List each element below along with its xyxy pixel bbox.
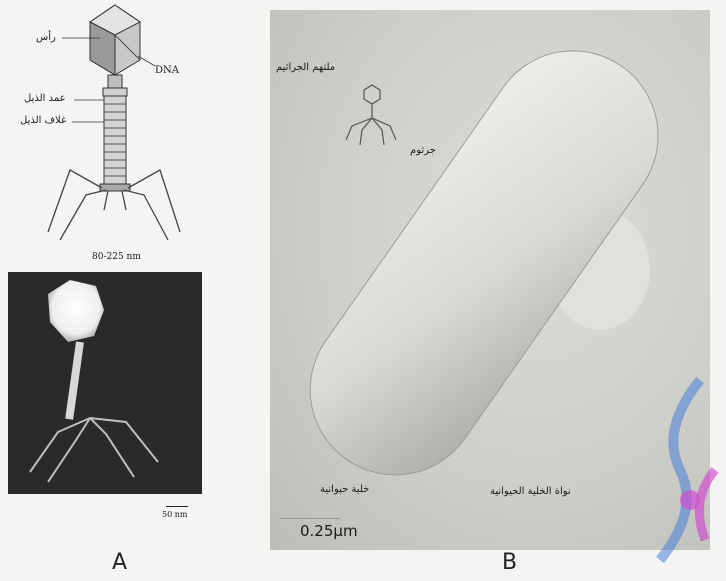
decorative-swoosh [660,380,715,560]
panel-letter-b: B [502,550,517,575]
label-phage: ملتهم الجراثيم [276,62,335,73]
label-bacterium: جرثوم [410,145,436,156]
label-panel-b-scale: 0.25µm [300,522,358,540]
label-animal-nucleus: نواة الخلية الحيوانية [490,486,571,497]
small-phage-icon [346,85,396,145]
label-animal-cell: خلية حيوانية [320,484,369,495]
panel-b-scale-bar-line [280,518,340,519]
